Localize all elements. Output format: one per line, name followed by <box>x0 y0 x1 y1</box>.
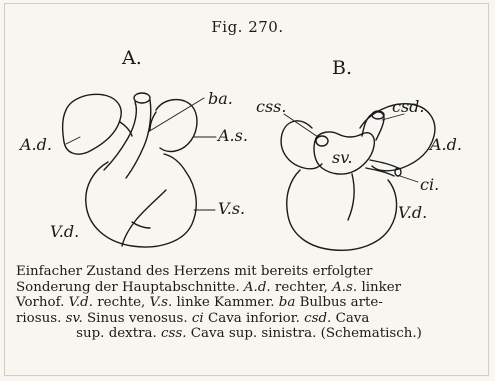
caption-text: rechte, <box>93 295 150 310</box>
panel-b-label-sv: sv. <box>332 148 352 167</box>
caption-abbrev: csd. <box>304 311 331 326</box>
panel-b-label-css: css. <box>256 97 286 116</box>
panel-a-right-atrium <box>63 94 122 154</box>
caption-abbrev: V.d. <box>69 295 93 310</box>
caption-line: Einfacher Zustand des Herzens mit bereit… <box>16 264 482 280</box>
caption-abbrev: sv. <box>66 311 83 326</box>
caption-abbrev: css. <box>161 326 187 341</box>
panel-a-ventricle <box>86 154 197 247</box>
panel-a-label-as: A.s. <box>216 126 248 145</box>
caption-abbrev: A.s. <box>332 280 357 295</box>
caption-text: Einfacher Zustand des Herzens mit bereit… <box>16 264 372 279</box>
caption-line: Vorhof. V.d. rechte, V.s. linke Kammer. … <box>16 295 482 311</box>
caption-text: rechter, <box>271 280 332 295</box>
caption-text: Sinus venosus. <box>83 311 192 326</box>
caption-abbrev: ba <box>279 295 296 310</box>
panel-b-label-vd: V.d. <box>398 203 427 222</box>
caption-line: riosus. sv. Sinus venosus. ci Cava infor… <box>16 311 482 327</box>
caption-text: Cava sup. sinistra. (Schematisch.) <box>187 326 422 341</box>
panel-a-label: A. <box>121 47 142 69</box>
caption-text: sup. dextra. <box>76 326 161 341</box>
caption-line: sup. dextra. css. Cava sup. sinistra. (S… <box>16 326 482 342</box>
panel-b-cava-sup-sinistra <box>316 136 328 146</box>
caption-text: Cava inforior. <box>204 311 304 326</box>
caption-text: Vorhof. <box>16 295 69 310</box>
panel-a-label-ba: ba. <box>208 89 233 108</box>
panel-a-drawing <box>63 93 216 247</box>
caption-abbrev: V.s. <box>150 295 173 310</box>
caption-text: Bulbus arte- <box>295 295 383 310</box>
caption-text: Sonderung der Hauptabschnitte. <box>16 280 244 295</box>
heart-diagram: A. ba. A.s. A.d. V.s. V.d. B. css. csd. … <box>0 40 495 265</box>
figure-caption: Einfacher Zustand des Herzens mit bereit… <box>16 264 482 342</box>
caption-abbrev: ci <box>192 311 204 326</box>
caption-text: linker <box>357 280 401 295</box>
panel-b-cava-inferior <box>370 160 398 168</box>
panel-b-label-ad: A.d. <box>428 135 462 154</box>
panel-a-bulbus-opening <box>134 93 150 103</box>
panel-b-ventricle <box>287 170 397 250</box>
panel-a-label-vd: V.d. <box>50 222 79 241</box>
caption-text: riosus. <box>16 311 66 326</box>
caption-text: Cava <box>331 311 369 326</box>
panel-b-label-ci: ci. <box>420 175 439 194</box>
panel-a-left-atrium <box>156 100 197 152</box>
caption-text: linke Kammer. <box>172 295 279 310</box>
figure-title: Fig. 270. <box>0 18 495 36</box>
panel-b-label: B. <box>332 57 352 79</box>
caption-abbrev: A.d. <box>244 280 271 295</box>
panel-a-label-ad: A.d. <box>18 135 52 154</box>
panel-b-label-csd: csd. <box>392 97 425 116</box>
panel-a-label-vs: V.s. <box>218 199 245 218</box>
caption-line: Sonderung der Hauptabschnitte. A.d. rech… <box>16 280 482 296</box>
panel-b-drawing <box>281 104 435 251</box>
panel-b-left-atrium <box>281 121 322 169</box>
